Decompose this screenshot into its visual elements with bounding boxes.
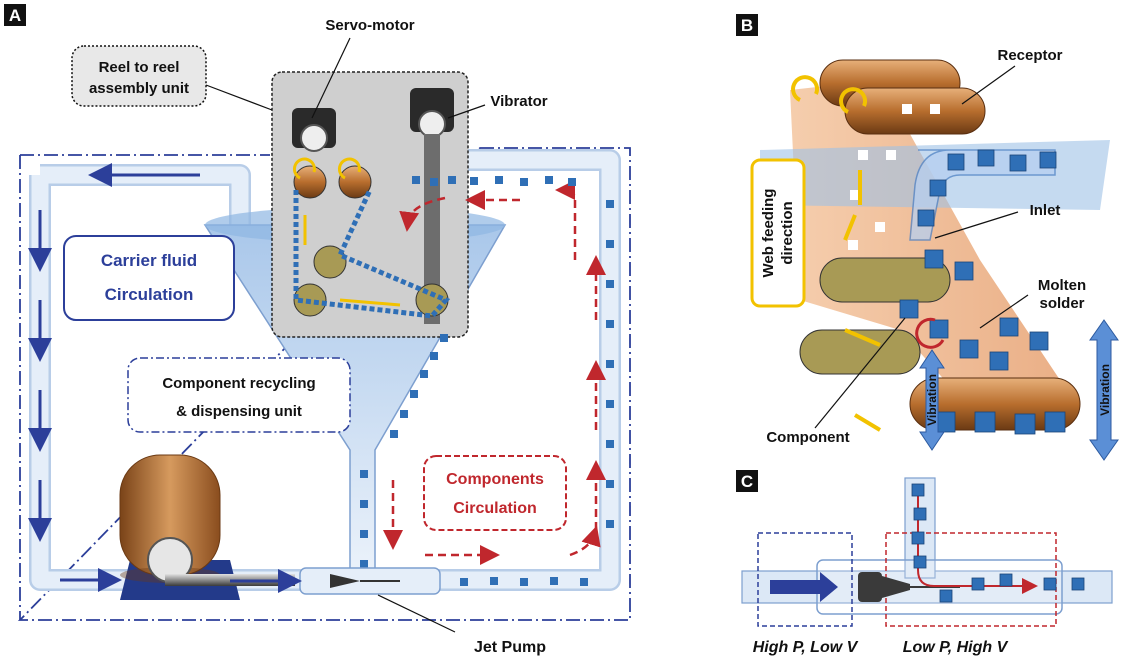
pump-motor: [119, 454, 295, 600]
low-p-label: Low P, High V: [903, 639, 1009, 656]
carrier-line1: Carrier fluid: [101, 251, 197, 270]
vibration-left-label: Vibration: [925, 374, 939, 426]
rotation-arc: [915, 317, 945, 349]
vibration-right-label: Vibration: [1098, 364, 1112, 416]
inflow-arrow: [770, 572, 838, 602]
inlet-label: Inlet: [1030, 202, 1061, 219]
molten-line2: solder: [1039, 295, 1084, 312]
web-rollers: [799, 59, 1081, 431]
components-line1: Components: [446, 471, 544, 488]
web-direction-box: [750, 158, 806, 308]
web-line1: Web feeding: [760, 189, 777, 278]
vibration-arrow-left: Vibration: [919, 349, 945, 451]
vibration-arrow-right: Vibration: [1089, 319, 1119, 461]
component-label: Component: [766, 429, 849, 446]
reel-unit-box: [71, 45, 207, 107]
components-flow-arrows: [383, 180, 606, 565]
panel-b-yellow-marks: [791, 75, 882, 432]
high-p-label: High P, Low V: [753, 639, 859, 656]
component-flow-path: [917, 486, 1038, 594]
jet-pump-label: Jet Pump: [474, 639, 546, 656]
receptor-label: Receptor: [997, 47, 1062, 64]
carrier-box: [63, 235, 235, 321]
recycling-box: [127, 357, 351, 433]
reel-unit-line1: Reel to reel: [99, 59, 180, 76]
high-pressure-region: [757, 532, 853, 627]
molten-line1: Molten: [1038, 277, 1086, 294]
reel-rollers: [292, 157, 451, 319]
nozzle: [858, 572, 882, 602]
panel-c-label: C: [741, 472, 753, 491]
panel-b-components: [899, 149, 1066, 435]
components-line2: Circulation: [453, 500, 537, 517]
panel-c-components: [911, 483, 1085, 603]
reel-unit-line2: assembly unit: [89, 80, 189, 97]
jet-pump-leader: [377, 594, 456, 633]
jet-pump: [230, 567, 441, 595]
panel-b: B: [736, 14, 1119, 461]
panel-a-label: A: [9, 6, 21, 25]
recycling-line2: & dispensing unit: [176, 403, 302, 420]
servo-motor-label: Servo-motor: [325, 17, 414, 34]
components-box: [423, 455, 567, 531]
carrier-line2: Circulation: [105, 285, 194, 304]
web-line2: direction: [779, 201, 796, 264]
panel-a: A: [4, 4, 631, 656]
recycling-line1: Component recycling: [162, 375, 315, 392]
receptor-holes: [848, 104, 940, 250]
panel-c: C High P, Low V Low P, High V: [736, 470, 1113, 656]
panel-b-label: B: [741, 16, 753, 35]
vibrator-label: Vibrator: [490, 93, 547, 110]
